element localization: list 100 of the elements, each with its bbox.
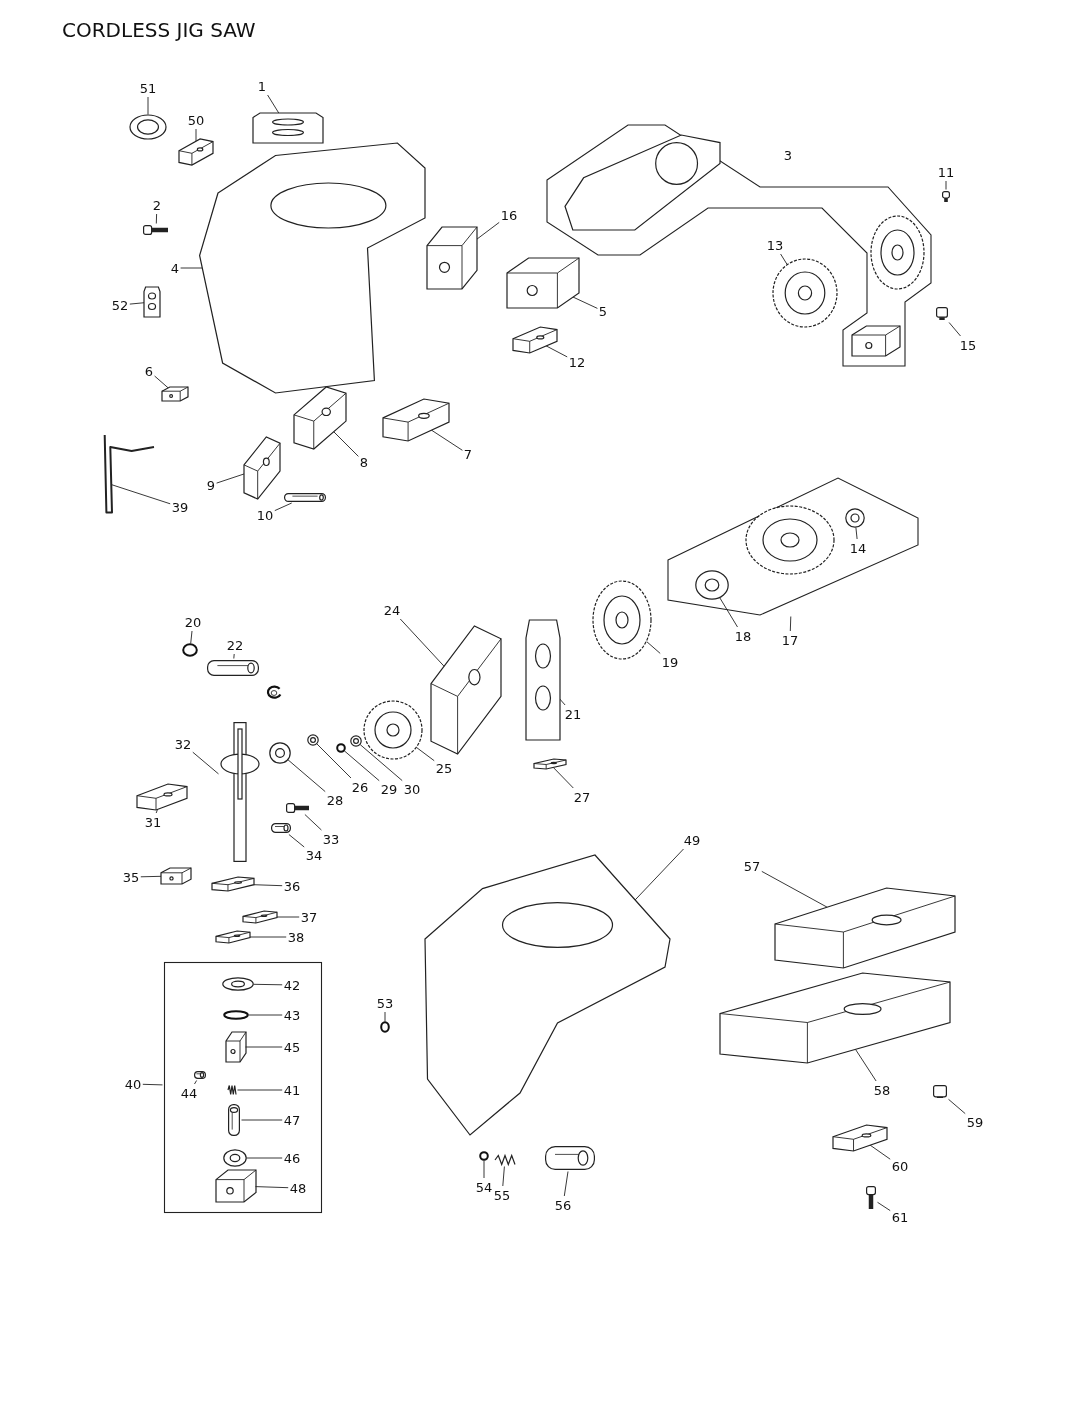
leader-line — [267, 94, 280, 114]
washer-drawing — [350, 735, 362, 747]
callout-number: 1 — [257, 78, 267, 94]
plate-drawing — [216, 931, 250, 943]
bearing-drawing — [695, 570, 729, 600]
plate-drawing — [534, 759, 566, 769]
o-ring-drawing — [182, 643, 198, 657]
callout-number: 25 — [435, 760, 453, 776]
leader-line — [246, 1157, 283, 1159]
holder-drawing — [271, 823, 291, 833]
leader-line — [855, 527, 858, 540]
callout-number: 33 — [322, 831, 340, 847]
callout-number: 48 — [289, 1180, 307, 1196]
leader-line — [483, 1160, 485, 1179]
callout-number: 13 — [766, 237, 784, 253]
callout-number: 40 — [124, 1076, 142, 1092]
plunger-drawing — [220, 722, 260, 862]
leader-line — [476, 221, 500, 240]
callout-number: 22 — [226, 637, 244, 653]
guide-drawing — [383, 399, 449, 441]
title: CORDLESS JIG SAW — [62, 18, 256, 42]
leader-line — [416, 747, 435, 762]
callout-number: 26 — [351, 779, 369, 795]
leader-line — [190, 630, 193, 644]
callout-number: 54 — [475, 1179, 493, 1195]
callout-number: 41 — [283, 1082, 301, 1098]
leader-line — [233, 653, 235, 659]
callout-number: 29 — [380, 781, 398, 797]
callout-number: 4 — [170, 260, 180, 276]
plate-drawing — [243, 911, 277, 923]
leader-line — [192, 751, 219, 775]
callout-number: 17 — [781, 632, 799, 648]
callout-number: 57 — [743, 858, 761, 874]
screw-drawing — [936, 307, 948, 321]
screw-drawing — [933, 1085, 947, 1099]
leader-line — [545, 345, 568, 358]
leader-line — [304, 814, 322, 831]
connector-drawing — [162, 387, 188, 401]
cap-drawing — [216, 1170, 256, 1202]
callout-number: 30 — [403, 781, 421, 797]
callout-number: 61 — [891, 1209, 909, 1225]
callout-number: 11 — [937, 164, 955, 180]
leader-line — [789, 616, 792, 632]
holder-drawing — [226, 1032, 246, 1062]
leader-line — [154, 375, 169, 389]
callout-number: 60 — [891, 1158, 909, 1174]
callout-number: 20 — [184, 614, 202, 630]
leader-line — [430, 429, 463, 451]
callout-number: 38 — [287, 929, 305, 945]
retaining-ring-drawing — [336, 743, 346, 753]
leader-line — [502, 1166, 505, 1187]
callout-number: 47 — [283, 1112, 301, 1128]
base-drawing — [775, 888, 955, 968]
leader-line — [877, 1201, 891, 1212]
callout-number: 50 — [187, 112, 205, 128]
switch-drawing — [427, 227, 477, 289]
callout-number: 24 — [383, 602, 401, 618]
callout-number: 10 — [256, 507, 274, 523]
cap-drawing — [129, 114, 167, 140]
screw-drawing — [866, 1186, 876, 1210]
plate-drawing — [526, 620, 560, 740]
leader-line — [384, 1011, 386, 1022]
callout-number: 9 — [206, 477, 216, 493]
callout-number: 32 — [174, 736, 192, 752]
shoe-plate-drawing — [720, 973, 950, 1063]
callout-number: 7 — [463, 446, 473, 462]
leader-line — [343, 750, 380, 782]
clamp-drawing — [833, 1125, 887, 1151]
callout-number: 53 — [376, 995, 394, 1011]
leader-line — [646, 641, 661, 654]
screw-drawing — [143, 225, 169, 235]
leader-line — [255, 1186, 289, 1189]
callout-number: 35 — [122, 869, 140, 885]
guide-plate-drawing — [431, 626, 501, 754]
callout-number: 58 — [873, 1082, 891, 1098]
lever-drawing — [545, 1146, 595, 1170]
leader-line — [869, 1144, 891, 1160]
callout-number: 55 — [493, 1187, 511, 1203]
callout-number: 52 — [111, 297, 129, 313]
leader-line — [559, 698, 566, 706]
callout-number: 27 — [573, 789, 591, 805]
pad-drawing — [144, 287, 160, 317]
leader-line — [780, 253, 788, 265]
bushing-drawing — [269, 742, 291, 764]
leader-line — [237, 1089, 283, 1091]
assembly-outline — [668, 478, 918, 615]
spring-drawing — [228, 1085, 236, 1095]
leader-line — [241, 1119, 283, 1121]
pin-drawing — [194, 1071, 206, 1079]
callout-number: 51 — [139, 80, 157, 96]
nut-drawing — [223, 1149, 247, 1167]
clip-drawing — [380, 1021, 390, 1033]
leader-line — [216, 473, 245, 484]
callout-number: 43 — [283, 1007, 301, 1023]
callout-number: 45 — [283, 1039, 301, 1055]
leader-line — [253, 884, 283, 887]
leader-line — [194, 1080, 198, 1085]
leader-line — [276, 916, 300, 918]
callout-number: 15 — [959, 337, 977, 353]
leader-line — [249, 936, 287, 938]
